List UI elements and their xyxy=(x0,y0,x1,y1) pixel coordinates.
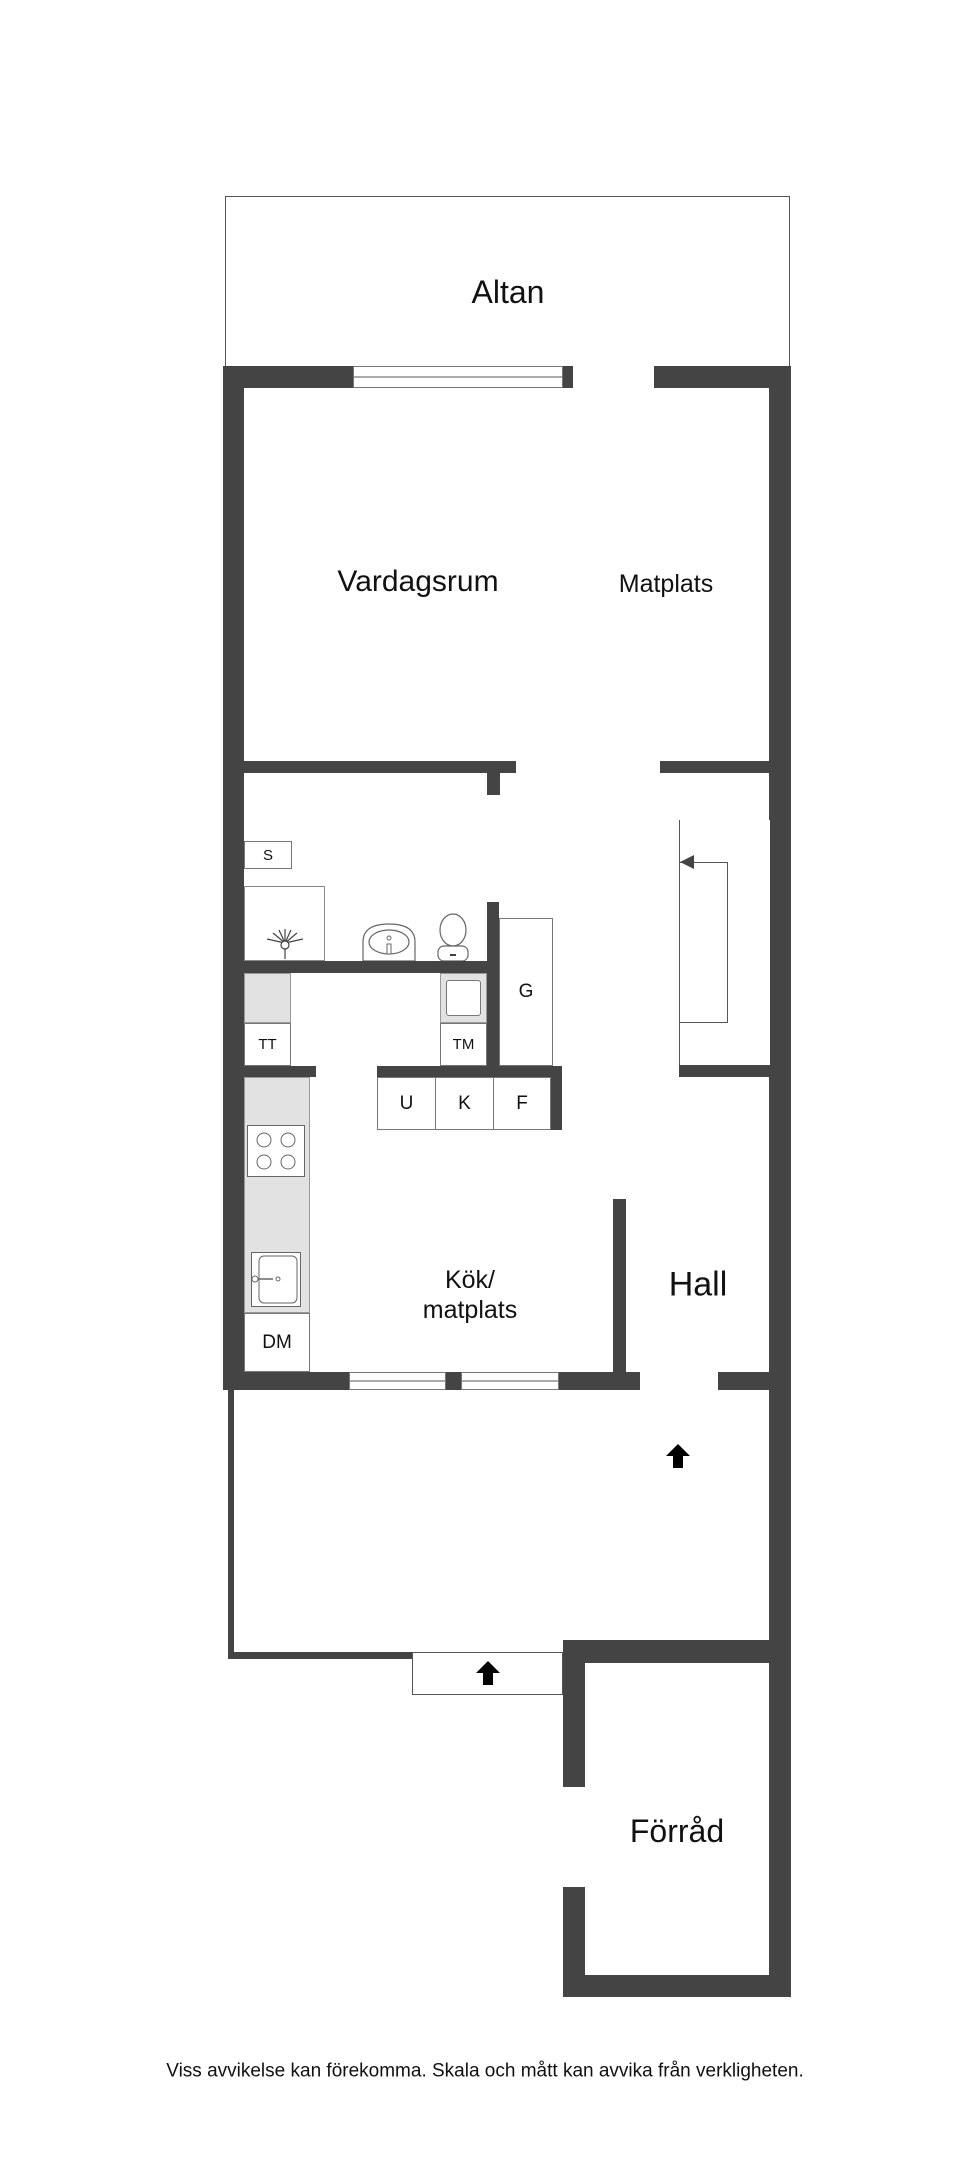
fixture-u: U xyxy=(377,1077,436,1130)
fixture-f: F xyxy=(493,1077,551,1130)
wall xyxy=(244,961,499,973)
fixture-label: TT xyxy=(258,1036,277,1053)
window xyxy=(461,1372,559,1390)
wall xyxy=(563,1887,585,1997)
wall xyxy=(550,1066,562,1130)
disclaimer: Viss avvikelse kan förekomma. Skala och … xyxy=(166,2060,804,2082)
wall-right xyxy=(769,366,791,1997)
wall xyxy=(244,761,516,773)
room-label-altan: Altan xyxy=(471,273,545,310)
kitchen-sink-icon xyxy=(251,1252,301,1307)
fixture-label: F xyxy=(516,1092,528,1114)
fixture-label: TM xyxy=(452,1036,475,1053)
fixture-tt: TT xyxy=(244,1023,291,1066)
shower-area xyxy=(244,886,325,961)
wall xyxy=(718,1372,791,1390)
shower-icon xyxy=(266,929,304,959)
wardrobe-door xyxy=(679,862,728,1023)
wall xyxy=(679,1065,769,1077)
room-label-forrad: Förråd xyxy=(629,1812,725,1849)
wall xyxy=(660,761,769,773)
wall xyxy=(487,761,500,795)
altan-outline xyxy=(225,196,790,368)
wall xyxy=(223,1372,349,1390)
wall xyxy=(446,1372,461,1390)
tt-top xyxy=(244,973,291,1023)
wall xyxy=(244,1066,316,1077)
arrow-left-icon xyxy=(680,855,694,869)
room-label-hall: Hall xyxy=(668,1265,728,1304)
toilet-icon xyxy=(437,913,469,962)
wall xyxy=(613,1199,626,1390)
wall xyxy=(377,1066,562,1077)
wall xyxy=(563,366,573,388)
wall xyxy=(223,366,353,388)
fixture-label: G xyxy=(518,981,534,1002)
wall xyxy=(228,1390,234,1659)
window xyxy=(349,1372,446,1390)
wall xyxy=(563,1640,585,1787)
wardrobe xyxy=(679,820,770,1066)
fixture-label: K xyxy=(458,1092,471,1114)
fixture-label: U xyxy=(399,1092,414,1114)
fixture-tm: TM xyxy=(440,1023,487,1066)
window xyxy=(353,366,563,388)
wall xyxy=(563,1975,791,1997)
room-label-vardagsrum: Vardagsrum xyxy=(337,565,499,598)
entrance-arrow-icon xyxy=(476,1661,500,1685)
wall xyxy=(487,902,499,1077)
wall xyxy=(563,1640,791,1663)
wall xyxy=(228,1652,412,1659)
stove-icon xyxy=(247,1125,305,1177)
room-label-kok: Kök/ matplats xyxy=(423,1265,517,1325)
room-label-kok-line2: matplats xyxy=(422,1296,518,1324)
room-label-matplats: Matplats xyxy=(618,570,714,598)
fixture-label: DM xyxy=(262,1331,292,1353)
fixture-s: S xyxy=(244,841,292,869)
wall-left xyxy=(223,366,244,1390)
tm-sink xyxy=(440,973,487,1023)
entrance-arrow-icon xyxy=(666,1444,690,1468)
sink-icon xyxy=(446,980,481,1016)
fixture-label: S xyxy=(262,846,273,864)
washbasin-icon xyxy=(362,923,416,962)
wall xyxy=(654,366,791,388)
fixture-k: K xyxy=(435,1077,494,1130)
room-label-kok-line1: Kök/ xyxy=(444,1266,496,1294)
wall xyxy=(559,1372,640,1390)
fixture-dm: DM xyxy=(244,1313,310,1372)
fixture-g: G xyxy=(499,918,553,1066)
